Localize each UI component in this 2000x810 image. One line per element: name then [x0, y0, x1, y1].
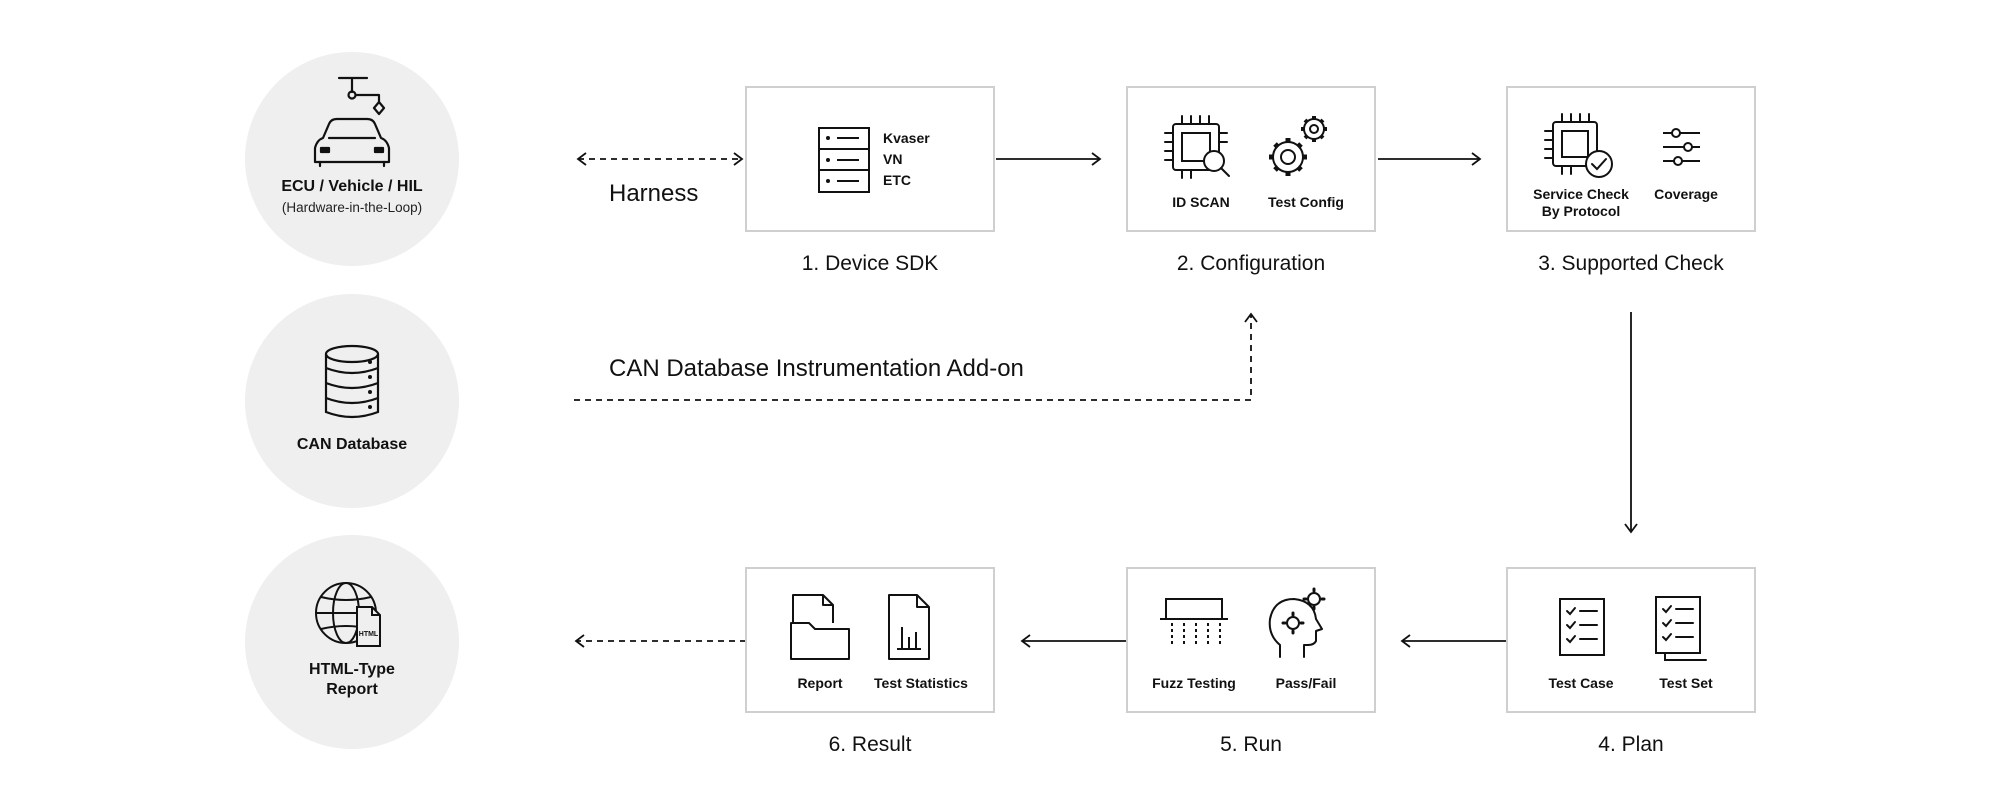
car-icon: [313, 76, 391, 168]
plan-item-test-case: Test Case: [1548, 675, 1614, 691]
step-title-supported-check: 3. Supported Check: [1538, 252, 1724, 275]
head-gear-icon: [1268, 587, 1326, 658]
step-title-run: 5. Run: [1220, 733, 1282, 756]
configuration-box: ID SCAN Test Config: [1126, 86, 1376, 232]
report-title-line2: Report: [326, 681, 378, 698]
run-box: Fuzz Testing Pass/Fail: [1126, 567, 1376, 713]
can-database-title: CAN Database: [296, 436, 408, 453]
fuzz-icon: [1160, 598, 1228, 647]
result-box: Report Test Statistics: [745, 567, 995, 713]
globe-html-icon: HTML: [315, 582, 381, 647]
sdk-item-vn: VN: [883, 151, 903, 167]
checklist-stack-icon: [1655, 596, 1707, 661]
config-item-id-scan: ID SCAN: [1172, 194, 1230, 210]
server-rack-icon: [818, 127, 870, 193]
check-item-service-check: Service Check: [1533, 186, 1629, 202]
check-item-coverage: Coverage: [1654, 186, 1718, 202]
plan-box: Test Case Test Set: [1506, 567, 1756, 713]
run-item-fuzz-testing: Fuzz Testing: [1152, 675, 1236, 691]
html-icon-text: HTML: [359, 631, 379, 638]
can-addon-label: CAN Database Instrumentation Add-on: [609, 355, 1024, 382]
step-title-device-sdk: 1. Device SDK: [801, 252, 939, 275]
device-sdk-box: Kvaser VN ETC: [745, 86, 995, 232]
sdk-item-etc: ETC: [883, 172, 911, 188]
html-report-node: HTML HTML-Type Report: [245, 535, 459, 749]
folder-icon: [790, 594, 850, 660]
harness-label: Harness: [609, 180, 699, 207]
run-item-pass-fail: Pass/Fail: [1275, 675, 1337, 691]
config-item-test-config: Test Config: [1268, 194, 1344, 210]
result-item-report: Report: [797, 675, 843, 691]
report-title-line1: HTML-Type: [309, 661, 395, 678]
supported-check-box: Service Check By Protocol Coverage: [1506, 86, 1756, 232]
chip-check-icon: [1544, 113, 1613, 178]
document-chart-icon: [888, 594, 930, 660]
plan-item-test-set: Test Set: [1659, 675, 1713, 691]
database-icon: [324, 344, 380, 419]
can-database-node: CAN Database: [245, 294, 459, 508]
sliders-icon: [1663, 128, 1700, 166]
sdk-item-kvaser: Kvaser: [883, 130, 930, 146]
step-title-result: 6. Result: [828, 733, 912, 756]
chip-search-icon: [1164, 115, 1230, 179]
step-title-configuration: 2. Configuration: [1176, 252, 1326, 275]
result-item-test-statistics: Test Statistics: [874, 675, 968, 691]
checklist-icon: [1559, 598, 1605, 656]
ecu-title: ECU / Vehicle / HIL: [281, 178, 423, 195]
can-addon-connector: [574, 314, 1252, 401]
step-title-plan: 4. Plan: [1598, 733, 1664, 756]
gears-icon: [1269, 116, 1327, 176]
ecu-vehicle-hil-node: ECU / Vehicle / HIL (Hardware-in-the-Loo…: [245, 52, 459, 266]
check-item-by-protocol: By Protocol: [1541, 203, 1621, 219]
ecu-subtitle: (Hardware-in-the-Loop): [281, 200, 423, 215]
